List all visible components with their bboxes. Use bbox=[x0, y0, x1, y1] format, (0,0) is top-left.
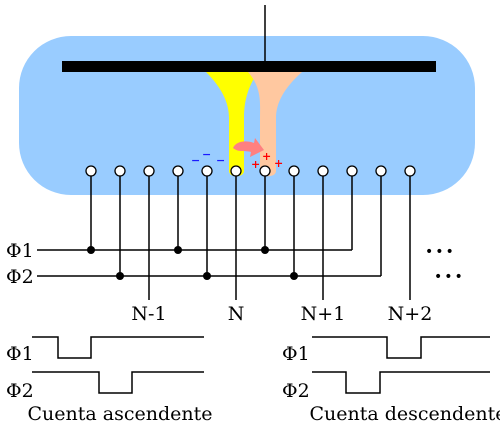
phi2-rail-label: Φ2 bbox=[6, 266, 34, 288]
timing-right-phi1-wave bbox=[312, 336, 490, 359]
timing-left-phi2-wave bbox=[32, 371, 204, 394]
timing-descending: Φ1 Φ2 Cuenta descendente bbox=[282, 336, 500, 425]
positive-charge: + bbox=[262, 150, 271, 163]
caption-ascending: Cuenta ascendente bbox=[28, 403, 213, 425]
timing-left-phi1-wave bbox=[32, 336, 204, 359]
ellipsis-upper: ••• bbox=[425, 244, 456, 260]
timing-right-phi2-wave bbox=[312, 371, 490, 394]
electrode-pin bbox=[201, 165, 213, 177]
timing-left-phi2-label: Φ2 bbox=[6, 380, 34, 402]
negative-charge: − bbox=[202, 148, 211, 161]
pin-label-n-minus-1: N-1 bbox=[131, 303, 166, 325]
pin-label-n: N bbox=[228, 303, 245, 325]
electrode-pin bbox=[317, 165, 329, 177]
electrode-pin bbox=[375, 165, 387, 177]
timing-ascending: Φ1 Φ2 Cuenta ascendente bbox=[6, 336, 213, 425]
timing-right-phi2-label: Φ2 bbox=[282, 380, 310, 402]
transfer-arrow-icon bbox=[233, 138, 264, 157]
electrode-pin bbox=[172, 165, 184, 177]
positive-charge: + bbox=[251, 158, 260, 171]
electrode-pin bbox=[85, 165, 97, 177]
pin-label-n-plus-1: N+1 bbox=[301, 303, 346, 325]
electrode-pin bbox=[288, 165, 300, 177]
electrode-pin bbox=[259, 165, 271, 177]
electrode-pin bbox=[230, 165, 242, 177]
timing-right-phi1-label: Φ1 bbox=[282, 343, 310, 365]
negative-charges: − − − bbox=[191, 148, 225, 167]
positive-charges: + + + bbox=[251, 150, 283, 171]
negative-charge: − bbox=[191, 154, 200, 167]
caption-descending: Cuenta descendente bbox=[309, 403, 500, 425]
phi1-rail-label: Φ1 bbox=[6, 240, 34, 262]
ellipsis-lower: ••• bbox=[434, 269, 465, 285]
electrode-pin bbox=[404, 165, 416, 177]
electrode-pin bbox=[346, 165, 358, 177]
pin-label-n-plus-2: N+2 bbox=[388, 303, 433, 325]
electrode-pins bbox=[85, 165, 416, 300]
positive-charge: + bbox=[274, 157, 283, 170]
yellow-channel bbox=[206, 72, 258, 177]
top-plate bbox=[62, 61, 436, 72]
sensor-body bbox=[19, 36, 475, 195]
timing-left-phi1-label: Φ1 bbox=[6, 343, 34, 365]
electrode-pin bbox=[143, 165, 155, 177]
negative-charge: − bbox=[216, 154, 225, 167]
electrode-pin bbox=[114, 165, 126, 177]
